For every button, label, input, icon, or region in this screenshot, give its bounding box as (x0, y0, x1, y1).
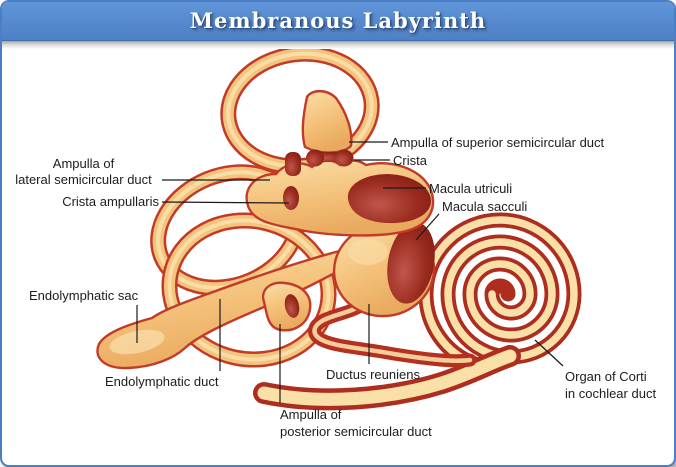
label-ampulla-posterior: Ampulla of posterior semicircular duct (280, 406, 432, 440)
label-ampulla-lateral: Ampulla of lateral semicircular duct (6, 156, 161, 188)
label-macula-utriculi: Macula utriculi (429, 181, 513, 196)
label-ampulla-superior: Ampulla of superior semicircular duct (391, 135, 605, 150)
page-title: Membranous Labyrinth (189, 8, 487, 33)
label-crista: Crista (393, 153, 427, 168)
label-crista-ampullaris: Crista ampullaris (62, 194, 159, 209)
label-organ-of-corti-line2: in cochlear duct (565, 386, 657, 401)
cochlear-duct (253, 345, 521, 411)
title-bar-shadow (2, 41, 674, 49)
cochlea-spiral (418, 212, 582, 372)
posterior-ampulla (261, 281, 312, 332)
leader-macula-sacculi (415, 213, 440, 241)
label-ampulla-posterior-line2: posterior semicircular duct (280, 424, 432, 439)
label-ampulla-posterior-line1: Ampulla of (280, 407, 342, 422)
label-endolymphatic-sac: Endolymphatic sac (29, 288, 139, 303)
macula-utriculi-shape (347, 174, 431, 224)
superior-ampulla (301, 89, 353, 154)
leader-lines (136, 141, 564, 403)
label-organ-of-corti: Organ of Corti in cochlear duct (565, 368, 656, 402)
crista-shape (306, 149, 354, 167)
crista-ampullaris-shape (283, 152, 301, 210)
macula-sacculi-shape (387, 222, 435, 304)
label-ampulla-lateral-line1: Ampulla of (52, 156, 115, 171)
ductus-reuniens-shape (308, 297, 477, 368)
leader-organ-of-corti (534, 339, 564, 367)
leader-crista-ampullaris (161, 201, 290, 204)
label-ampulla-lateral-line2: lateral semicircular duct (15, 172, 152, 187)
posterior-semicircular-duct (161, 212, 337, 368)
label-endolymphatic-duct: Endolymphatic duct (105, 374, 219, 389)
title-bar: Membranous Labyrinth (2, 2, 674, 41)
label-ductus-reuniens: Ductus reuniens (326, 367, 420, 382)
label-macula-sacculi: Macula sacculi (442, 199, 528, 214)
label-organ-of-corti-line1: Organ of Corti (565, 369, 647, 384)
